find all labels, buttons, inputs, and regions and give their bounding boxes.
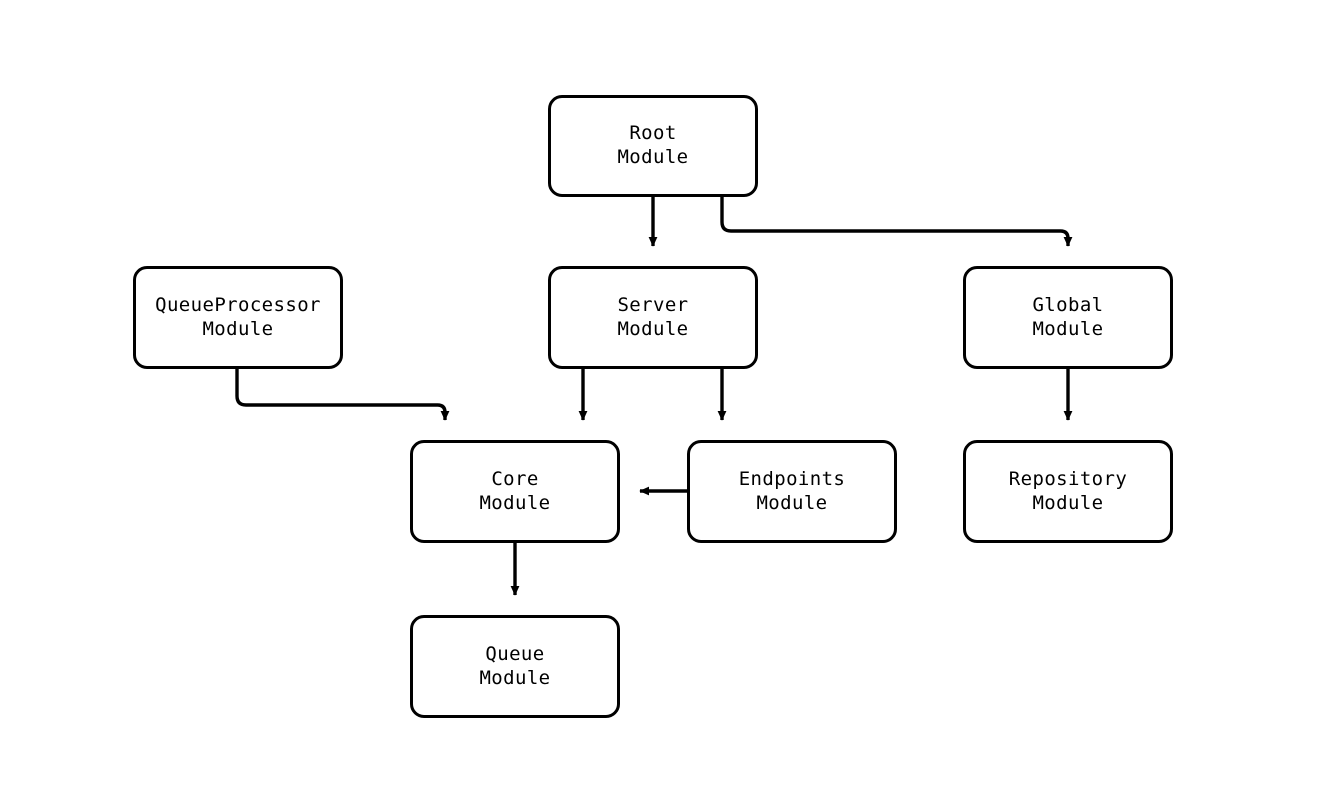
node-label-core: Core Module	[479, 467, 551, 514]
node-label-global: Global Module	[1032, 293, 1104, 340]
node-label-repository: Repository Module	[1008, 467, 1128, 514]
node-queue[interactable]: Queue Module	[410, 615, 620, 718]
node-server[interactable]: Server Module	[548, 266, 758, 369]
node-queueprocessor[interactable]: QueueProcessor Module	[133, 266, 343, 369]
node-repository[interactable]: Repository Module	[963, 440, 1173, 543]
node-label-endpoints: Endpoints Module	[738, 467, 846, 514]
node-root[interactable]: Root Module	[548, 95, 758, 197]
node-label-queueprocessor: QueueProcessor Module	[155, 293, 321, 340]
node-endpoints[interactable]: Endpoints Module	[687, 440, 897, 543]
node-global[interactable]: Global Module	[963, 266, 1173, 369]
edge-queueprocessor-core	[235, 369, 450, 421]
node-label-queue: Queue Module	[479, 642, 551, 689]
node-core[interactable]: Core Module	[410, 440, 620, 543]
node-label-root: Root Module	[617, 122, 689, 168]
edge-root-global	[720, 197, 1073, 247]
node-label-server: Server Module	[617, 293, 689, 340]
